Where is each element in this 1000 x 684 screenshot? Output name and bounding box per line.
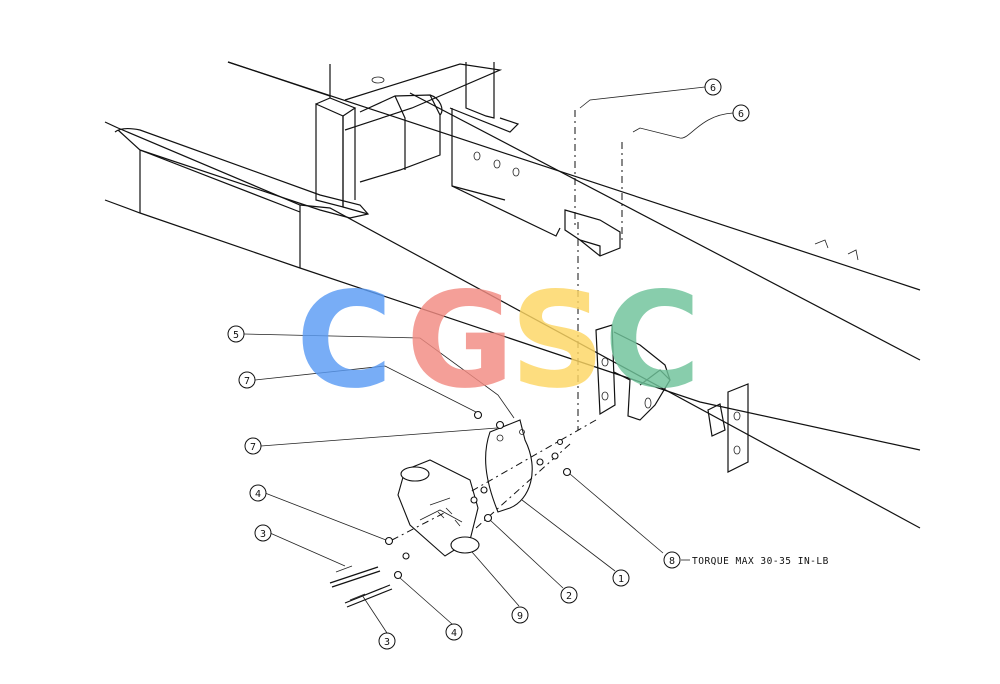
svg-text:3: 3 bbox=[260, 529, 266, 540]
leader-lines bbox=[243, 86, 734, 634]
svg-text:3: 3 bbox=[384, 637, 390, 648]
callout-4-lower: 4 bbox=[445, 623, 463, 641]
svg-text:2: 2 bbox=[566, 591, 572, 602]
bolt-studs bbox=[329, 565, 393, 608]
svg-text:8: 8 bbox=[669, 556, 675, 567]
svg-text:4: 4 bbox=[255, 489, 261, 500]
callout-7-lower: 7 bbox=[244, 437, 262, 455]
svg-text:7: 7 bbox=[244, 376, 250, 387]
svg-text:7: 7 bbox=[250, 442, 256, 453]
svg-text:1: 1 bbox=[618, 574, 624, 585]
mounting-brackets bbox=[595, 324, 749, 473]
svg-text:5: 5 bbox=[233, 330, 239, 341]
svg-text:9: 9 bbox=[517, 611, 523, 622]
chassis-frame bbox=[104, 61, 921, 529]
watermark-letter-3: S bbox=[510, 264, 605, 418]
callout-8: 8 bbox=[663, 551, 681, 569]
switch-assembly bbox=[329, 110, 623, 608]
callout-6-upper: 6 bbox=[704, 78, 722, 96]
callout-3-upper: 3 bbox=[254, 524, 272, 542]
watermark-letter-1: C bbox=[296, 264, 393, 418]
callout-1: 1 bbox=[612, 569, 630, 587]
watermark-letter-2: G bbox=[406, 264, 514, 418]
svg-text:6: 6 bbox=[738, 109, 744, 120]
watermark-letter-4: C bbox=[604, 264, 701, 418]
hardware-nuts bbox=[384, 410, 572, 580]
callout-7-upper: 7 bbox=[238, 371, 256, 389]
callout-9: 9 bbox=[511, 606, 529, 624]
svg-text:4: 4 bbox=[451, 628, 457, 639]
callout-bubbles: 6 6 5 7 7 4 3 3 bbox=[227, 78, 829, 650]
torque-note: TORQUE MAX 30-35 IN-LB bbox=[692, 556, 829, 567]
callout-4-upper: 4 bbox=[249, 484, 267, 502]
callout-2: 2 bbox=[560, 586, 578, 604]
cgsc-watermark: C G S C bbox=[296, 264, 701, 418]
callout-5: 5 bbox=[227, 325, 245, 343]
callout-6-lower: 6 bbox=[732, 104, 750, 122]
callout-3-lower: 3 bbox=[378, 632, 396, 650]
svg-text:6: 6 bbox=[710, 83, 716, 94]
